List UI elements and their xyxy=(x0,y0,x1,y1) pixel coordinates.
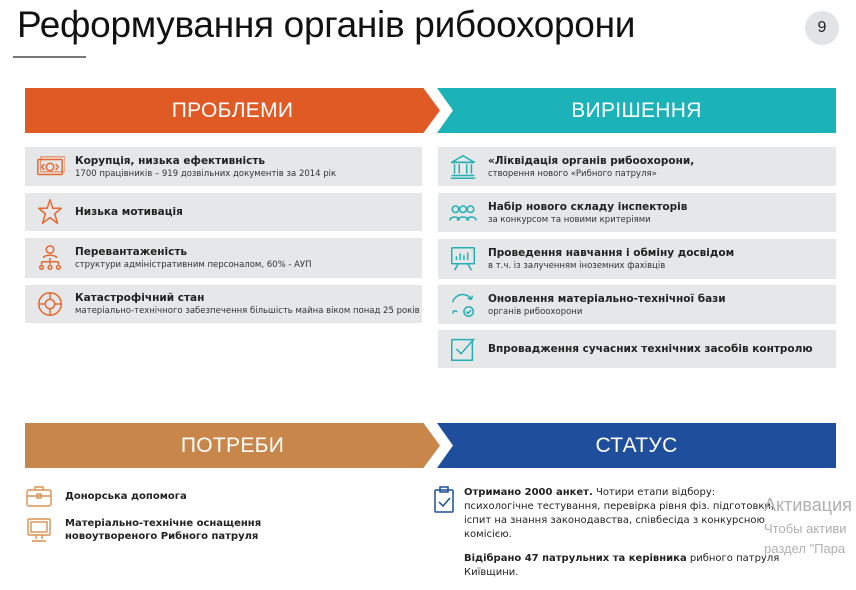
activation-watermark-title: Активация xyxy=(764,495,852,515)
page-number-badge: 9 xyxy=(805,11,839,45)
status-highlight: Отримано 2000 анкет. xyxy=(464,487,593,498)
item-subtitle: за конкурсом та новими критеріями xyxy=(488,214,651,225)
slide-title: Реформування органів рибоохорони xyxy=(17,4,636,45)
title-underline xyxy=(13,56,86,58)
item-title: Низька мотивація xyxy=(75,206,183,218)
solutions-banner: ВИРІШЕННЯ xyxy=(437,88,836,133)
clipboard-check-icon xyxy=(434,486,454,513)
briefcase-icon xyxy=(26,486,52,507)
checkbox-icon xyxy=(451,338,475,361)
problems-banner: ПРОБЛЕМИ xyxy=(25,88,440,133)
monitor-icon xyxy=(27,518,51,542)
list-item: Проведення навчання і обміну досвідом в т… xyxy=(438,239,836,279)
hierarchy-icon xyxy=(38,245,62,270)
item-title: Корупція, низька ефективність xyxy=(75,154,266,167)
list-item: «Ліквідація органів рибоохорони,створенн… xyxy=(438,147,836,186)
need-text: Донорська допомога xyxy=(65,490,187,502)
item-title: Оновлення матеріально-технічної бази xyxy=(488,292,726,305)
item-subtitle: 1700 працівників – 919 дозвільних докуме… xyxy=(75,168,337,179)
activation-watermark-line: раздел "Пара xyxy=(764,541,846,556)
item-title: Набір нового складу інспекторів xyxy=(488,200,688,213)
item-title: Перевантаженість xyxy=(75,246,188,258)
item-subtitle: матеріально-технічного забезпечення біль… xyxy=(75,306,420,316)
refresh-check-icon xyxy=(451,293,475,317)
item-title: Катастрофічний стан xyxy=(75,292,205,304)
status-banner: СТАТУС xyxy=(437,423,836,468)
item-title: Проведення навчання і обміну досвідом xyxy=(488,247,735,259)
item-subtitle: органів рибоохорони xyxy=(488,306,583,317)
activation-watermark-line: Чтобы активи xyxy=(764,521,847,536)
needs-banner: ПОТРЕБИ xyxy=(25,423,440,468)
status-detail: рибного патруля Київщини. xyxy=(464,553,780,578)
item-title: Впровадження сучасних технічних засобів … xyxy=(488,343,813,355)
lifebuoy-icon xyxy=(38,292,62,316)
status-highlight: Відібрано 47 патрульних та керівника xyxy=(464,553,687,564)
item-subtitle: в т.ч. із залученням іноземних фахівців xyxy=(488,261,666,271)
presentation-icon xyxy=(451,247,475,271)
item-subtitle: створення нового «Рибного патруля» xyxy=(488,168,657,179)
item-subtitle: структури адміністративним персоналом, 6… xyxy=(75,260,312,270)
list-item: Впровадження сучасних технічних засобів … xyxy=(438,330,836,368)
need-text: Матеріально-технічне оснащення новоутвор… xyxy=(65,518,262,542)
team-icon xyxy=(449,204,477,221)
list-item: Катастрофічний стан матеріально-технічног… xyxy=(25,285,422,323)
list-item: Оновлення матеріально-технічної бази орг… xyxy=(438,285,836,324)
list-item: Низька мотивація xyxy=(25,193,422,231)
star-icon xyxy=(38,199,62,224)
item-title: «Ліквідація органів рибоохорони, xyxy=(488,154,695,167)
status-text: Отримано 2000 анкет. Чотири етапи відбор… xyxy=(464,486,784,590)
list-item: Перевантаженість структури адміністративн… xyxy=(25,238,422,278)
status-detail: Чотири етапи відбору: психологічне тесту… xyxy=(464,487,775,540)
institution-icon xyxy=(450,154,476,179)
need-item: Матеріально-технічне оснащення новоутвор… xyxy=(25,516,355,544)
money-icon xyxy=(37,155,65,175)
need-item: Донорська допомога xyxy=(25,483,187,509)
